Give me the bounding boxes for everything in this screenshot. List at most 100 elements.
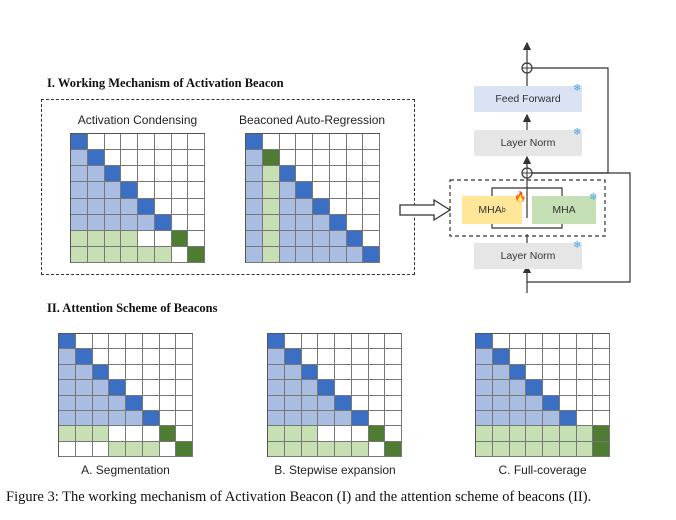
matrix-cell	[296, 166, 313, 183]
matrix-cell	[75, 441, 93, 457]
matrix-cell	[279, 214, 297, 231]
activation-condensing-matrix	[70, 133, 205, 263]
matrix-cell	[509, 441, 527, 457]
matrix-cell	[138, 182, 155, 199]
matrix-cell	[87, 246, 105, 263]
matrix-cell	[296, 182, 313, 199]
matrix-cell	[296, 134, 313, 151]
matrix-cell	[576, 410, 594, 427]
matrix-cell	[593, 349, 610, 365]
matrix-cell	[159, 441, 177, 457]
matrix-cell	[159, 364, 177, 381]
matrix-cell	[176, 349, 193, 365]
matrix-cell	[142, 441, 160, 457]
matrix-cell	[476, 395, 493, 411]
matrix-cell	[368, 380, 386, 396]
matrix-cell	[576, 349, 594, 365]
matrix-cell	[543, 441, 560, 457]
matrix-cell	[559, 364, 577, 381]
matrix-cell	[138, 214, 155, 231]
matrix-cell	[246, 182, 263, 199]
matrix-cell	[75, 334, 93, 350]
matrix-cell	[126, 441, 143, 457]
matrix-cell	[576, 364, 594, 381]
matrix-cell	[138, 166, 155, 183]
matrix-cell	[335, 426, 352, 442]
matrix-cell	[368, 364, 386, 381]
matrix-cell	[59, 441, 76, 457]
matrix-cell	[492, 334, 510, 350]
matrix-cell	[92, 426, 110, 442]
matrix-cell	[385, 380, 402, 396]
matrix-cell	[526, 426, 543, 442]
matrix-cell	[351, 364, 369, 381]
matrix-cell	[87, 198, 105, 215]
working-mechanism-box	[41, 99, 415, 275]
matrix-cell	[171, 230, 189, 247]
matrix-cell	[335, 380, 352, 396]
matrix-cell	[104, 214, 122, 231]
matrix-cell	[284, 349, 302, 365]
matrix-cell	[59, 364, 76, 381]
matrix-cell	[368, 395, 386, 411]
matrix-cell	[346, 150, 364, 167]
matrix-cell	[171, 134, 189, 151]
matrix-cell	[138, 198, 155, 215]
matrix-cell	[346, 246, 364, 263]
matrix-cell	[121, 166, 138, 183]
matrix-cell	[59, 410, 76, 427]
beaconed-auto-regression-matrix	[245, 133, 380, 263]
matrix-cell	[346, 166, 364, 183]
matrix-cell	[126, 395, 143, 411]
matrix-cell	[87, 214, 105, 231]
matrix-cell	[385, 441, 402, 457]
matrix-cell	[559, 380, 577, 396]
matrix-cell	[363, 246, 380, 263]
matrix-cell	[71, 246, 88, 263]
matrix-cell	[593, 441, 610, 457]
matrix-cell	[318, 410, 335, 427]
matrix-cell	[301, 395, 319, 411]
matrix-cell	[246, 198, 263, 215]
matrix-cell	[188, 246, 205, 263]
mha-block: MHA	[532, 196, 596, 224]
matrix-cell	[87, 230, 105, 247]
matrix-cell	[279, 198, 297, 215]
matrix-cell	[268, 334, 285, 350]
matrix-cell	[188, 230, 205, 247]
matrix-cell	[159, 395, 177, 411]
matrix-cell	[335, 364, 352, 381]
matrix-cell	[121, 198, 138, 215]
matrix-cell	[121, 214, 138, 231]
matrix-cell	[509, 395, 527, 411]
matrix-cell	[492, 441, 510, 457]
matrix-cell	[87, 182, 105, 199]
matrix-cell	[509, 426, 527, 442]
matrix-cell	[368, 426, 386, 442]
matrix-cell	[543, 349, 560, 365]
matrix-cell	[92, 380, 110, 396]
matrix-cell	[318, 395, 335, 411]
matrix-cell	[368, 410, 386, 427]
matrix-cell	[559, 441, 577, 457]
matrix-cell	[171, 150, 189, 167]
matrix-cell	[59, 426, 76, 442]
matrix-cell	[142, 395, 160, 411]
matrix-cell	[262, 182, 280, 199]
matrix-cell	[318, 426, 335, 442]
matrix-cell	[318, 380, 335, 396]
matrix-cell	[121, 246, 138, 263]
matrix-cell	[109, 441, 126, 457]
matrix-cell	[246, 166, 263, 183]
matrix-cell	[109, 334, 126, 350]
matrix-cell	[351, 410, 369, 427]
matrix-cell	[126, 334, 143, 350]
matrix-cell	[188, 182, 205, 199]
matrix-cell	[296, 246, 313, 263]
matrix-cell	[59, 334, 76, 350]
matrix-cell	[284, 380, 302, 396]
matrix-cell	[246, 150, 263, 167]
matrix-cell	[509, 364, 527, 381]
matrix-cell	[363, 182, 380, 199]
matrix-cell	[104, 246, 122, 263]
